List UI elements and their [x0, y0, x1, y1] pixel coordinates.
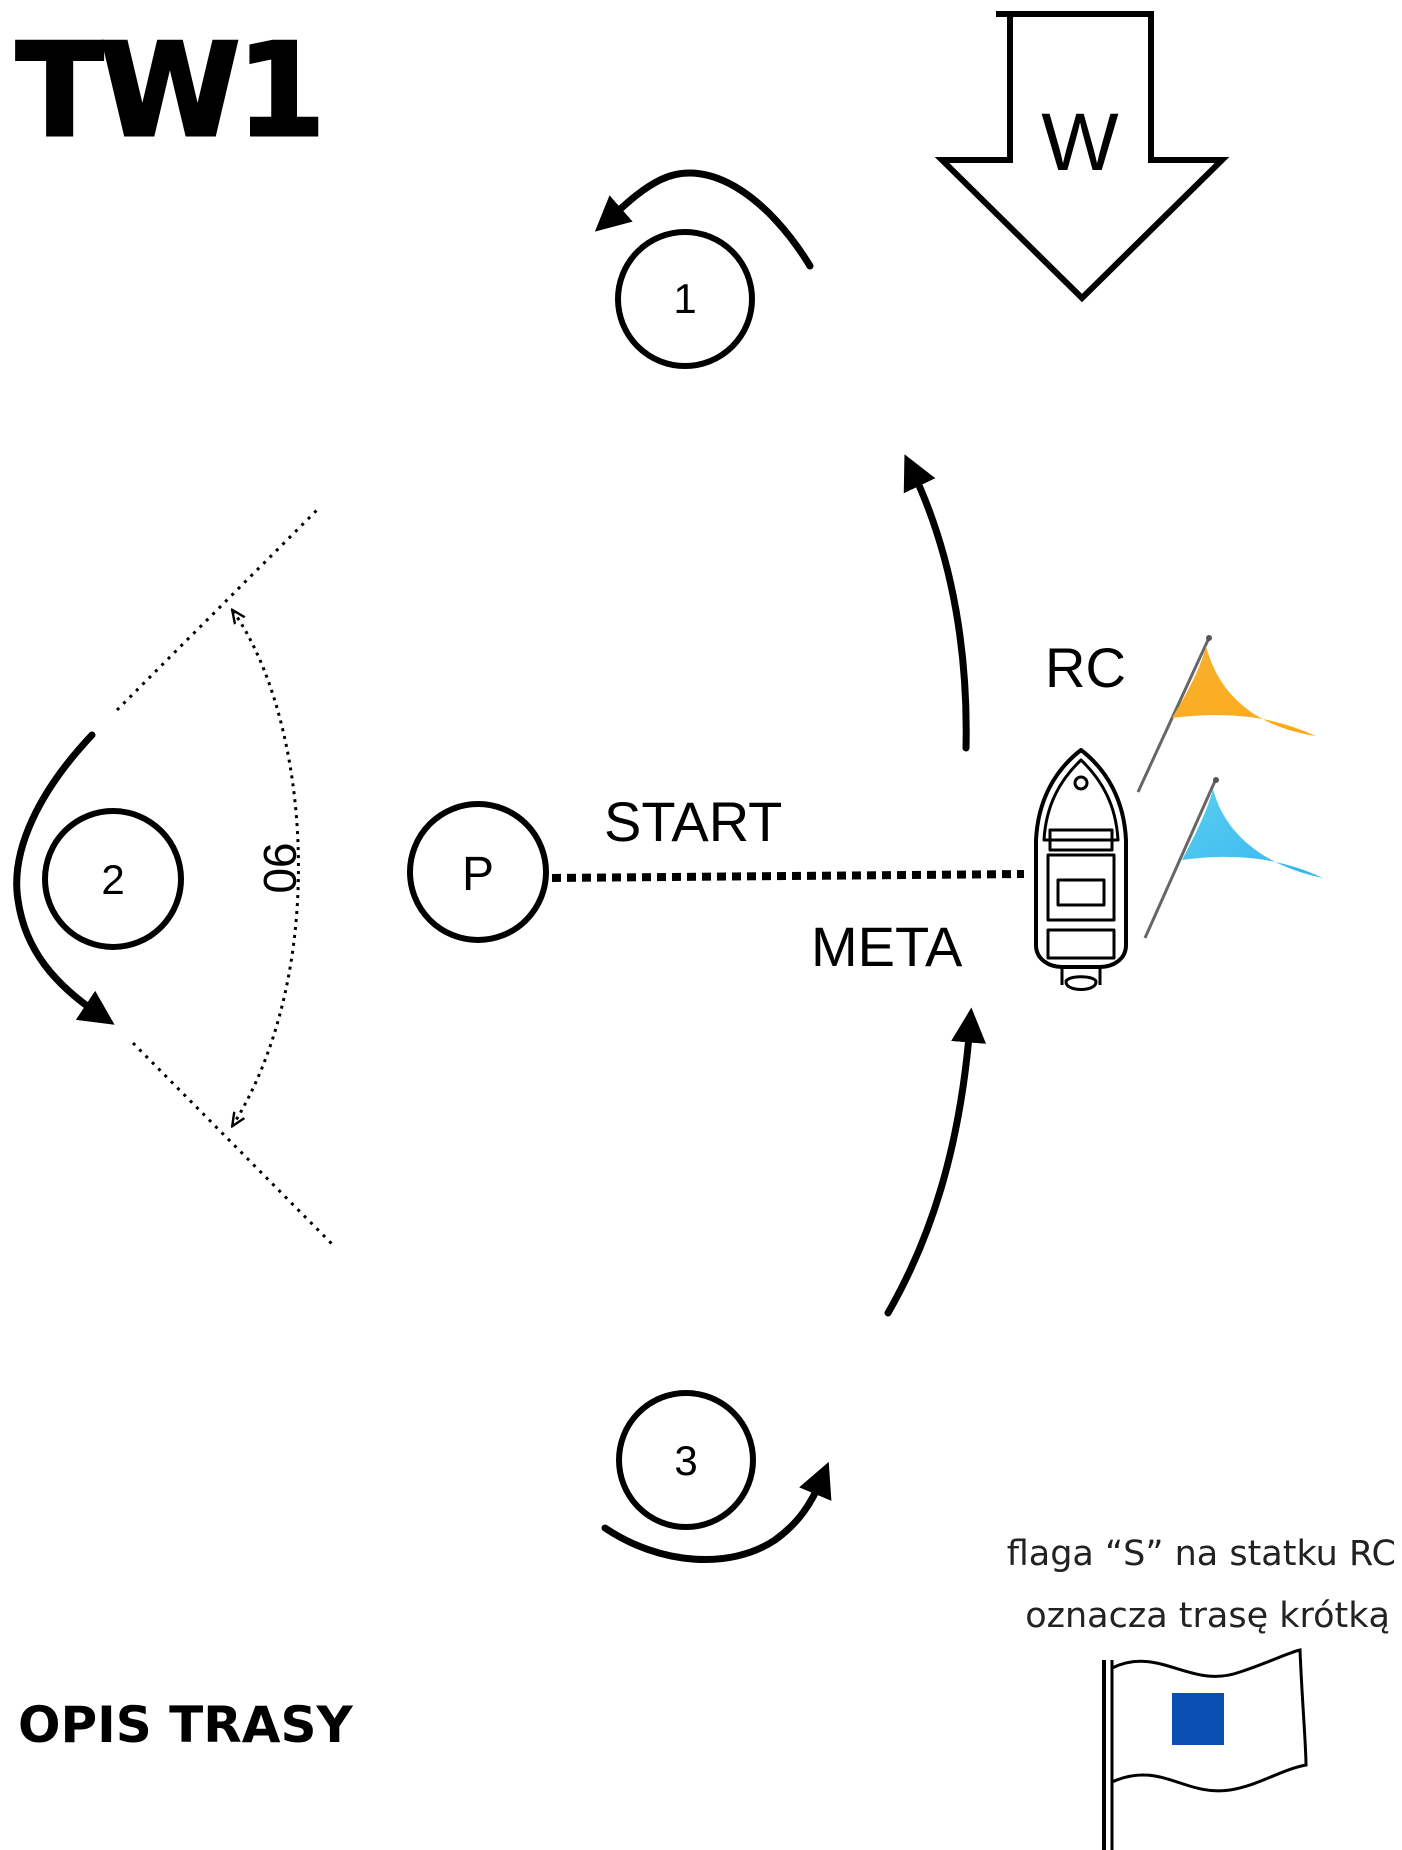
committee-boat-label: RC	[1045, 636, 1126, 699]
course-title: TW1	[15, 17, 328, 166]
course-description-heading: OPIS TRASY	[18, 1696, 353, 1754]
s-flag-note-line-1: flaga “S” na statku RC	[1007, 1534, 1396, 1574]
mark-2-rounding-arrow	[13, 731, 115, 1025]
start-label: START	[604, 790, 782, 853]
mark-2-label: 2	[101, 856, 124, 903]
mark-1	[615, 229, 755, 369]
finish-label: META	[811, 915, 963, 978]
angle-boundary-line-lower	[131, 1041, 335, 1247]
wind-label: W	[1041, 97, 1119, 188]
wind-arrow-icon	[934, 11, 1230, 303]
committee-boat-icon	[1034, 748, 1128, 991]
mark-1-label: 1	[673, 275, 696, 322]
s-flag-note-line-2: oznacza trasę krótką	[1025, 1596, 1390, 1636]
blue-flag-icon	[1143, 777, 1323, 939]
pin-mark	[407, 801, 549, 943]
start-finish-line	[551, 870, 1025, 882]
angle-boundary-line-upper	[115, 506, 321, 712]
s-flag-blue-square	[1172, 1693, 1224, 1745]
mark-1-rounding-arrow	[594, 169, 814, 270]
s-flag-icon	[1102, 1648, 1308, 1850]
mark-3	[616, 1390, 756, 1530]
mark-3-label: 3	[674, 1437, 697, 1484]
orange-flag-icon	[1136, 635, 1316, 793]
run-leg-arrow	[884, 1007, 987, 1317]
mark-2	[42, 808, 184, 950]
pin-mark-label: P	[462, 848, 494, 901]
upwind-leg-arrow	[903, 454, 970, 752]
angle-label: 90	[254, 842, 306, 893]
mark-3-rounding-arrow	[601, 1461, 832, 1564]
